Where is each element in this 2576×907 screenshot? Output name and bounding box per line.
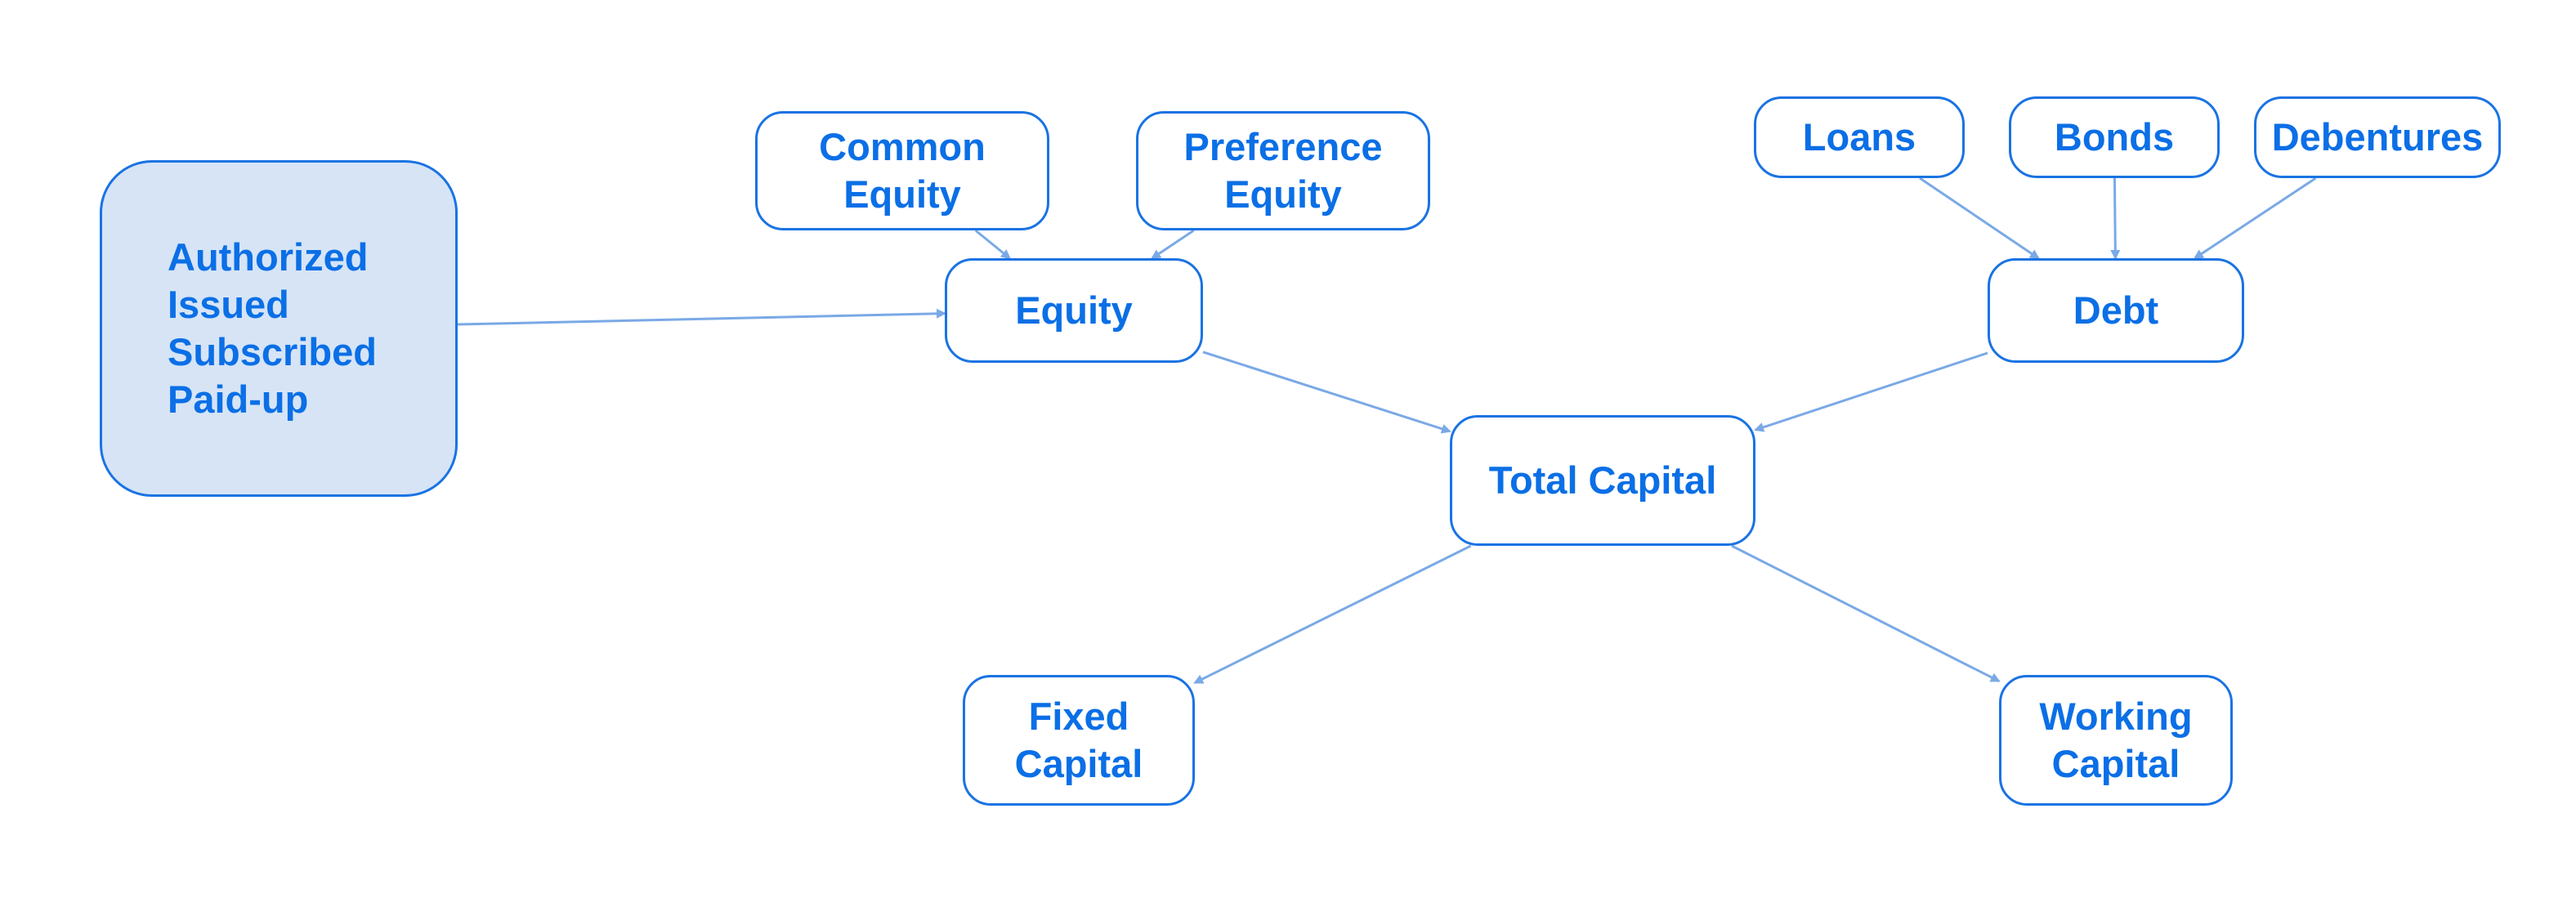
- capital-stages-box: Authorized Issued Subscribed Paid-up: [100, 160, 458, 497]
- bonds-label: Bonds: [2054, 115, 2175, 159]
- edge-preference-equity-to-equity: [1151, 229, 1195, 260]
- common-equity-line-2: Equity: [843, 172, 961, 216]
- edge-equity-to-total-capital: [1202, 351, 1451, 434]
- fixed-capital-node: Fixed Capital: [963, 675, 1195, 806]
- preference-equity-line-1: Preference: [1183, 125, 1383, 168]
- bonds-node: Bonds: [2009, 96, 2220, 178]
- debentures-node: Debentures: [2254, 96, 2501, 178]
- working-capital-line-1: Working: [2039, 695, 2193, 738]
- edge-common-equity-to-equity: [974, 229, 1011, 260]
- fixed-capital-line-2: Capital: [1014, 742, 1143, 785]
- edge-loans-to-debt: [1919, 176, 2040, 260]
- stage-paid-up: Paid-up: [168, 378, 309, 421]
- total-capital-label: Total Capital: [1488, 458, 1717, 502]
- preference-equity-line-2: Equity: [1224, 172, 1342, 216]
- common-equity-line-1: Common: [819, 125, 986, 168]
- stage-subscribed: Subscribed: [168, 330, 377, 373]
- loans-label: Loans: [1802, 115, 1916, 159]
- stage-issued: Issued: [168, 283, 289, 326]
- debentures-label: Debentures: [2271, 115, 2484, 159]
- equity-node: Equity: [945, 258, 1203, 363]
- working-capital-line-2: Capital: [2051, 742, 2180, 785]
- edge-total-capital-to-fixed-capital: [1193, 544, 1472, 684]
- common-equity-node: Common Equity: [755, 111, 1049, 230]
- edge-bonds-to-debt: [2110, 177, 2121, 260]
- fixed-capital-line-1: Fixed: [1028, 695, 1129, 738]
- loans-node: Loans: [1754, 96, 1965, 178]
- edge-side-to-equity: [457, 308, 946, 326]
- working-capital-node: Working Capital: [1999, 675, 2233, 806]
- stage-authorized: Authorized: [168, 235, 369, 279]
- total-capital-node: Total Capital: [1450, 415, 1755, 546]
- equity-label: Equity: [1015, 288, 1133, 332]
- debt-node: Debt: [1988, 258, 2244, 363]
- edge-debentures-to-debt: [2193, 176, 2317, 260]
- edge-total-capital-to-working-capital: [1731, 544, 2001, 682]
- preference-equity-node: Preference Equity: [1136, 111, 1430, 230]
- edge-debt-to-total-capital: [1754, 351, 1988, 432]
- debt-label: Debt: [2073, 288, 2159, 332]
